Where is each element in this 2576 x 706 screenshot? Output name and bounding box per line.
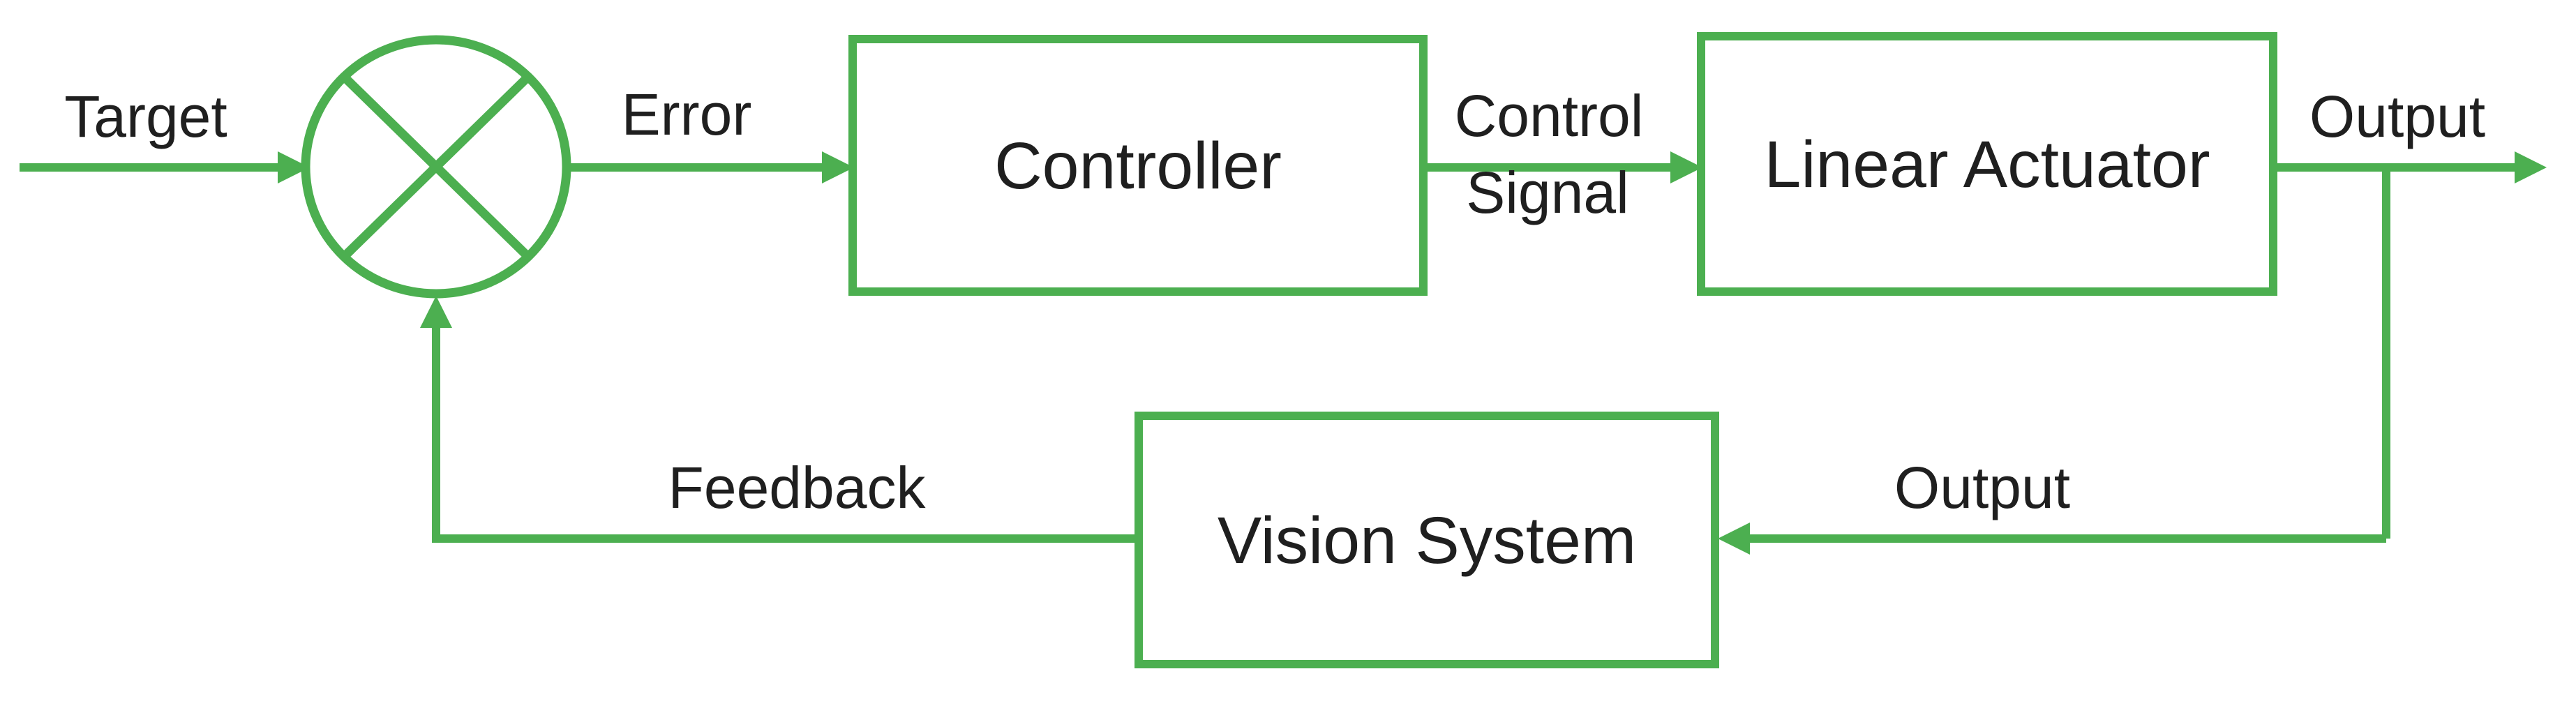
vision-system-node: Vision System — [1135, 412, 1719, 668]
control-signal-label-line1: Control — [1455, 83, 1644, 149]
error-arrow — [567, 151, 854, 183]
output-arrow — [2273, 151, 2547, 183]
controller-node: Controller — [848, 35, 1428, 296]
summing-junction-icon — [301, 35, 571, 299]
linear-actuator-node: Linear Actuator — [1697, 32, 2277, 296]
control-signal-label-line2: Signal — [1466, 160, 1629, 225]
error-label: Error — [622, 82, 752, 147]
target-label: Target — [64, 84, 227, 149]
output-bottom-label: Output — [1894, 455, 2070, 520]
output-branch-line — [1718, 163, 2390, 555]
output-top-label: Output — [2309, 84, 2485, 149]
linear-actuator-label: Linear Actuator — [1764, 128, 2210, 202]
target-arrow — [20, 151, 310, 183]
feedback-line — [420, 296, 1139, 543]
control-signal-arrow — [1423, 151, 1702, 183]
feedback-label: Feedback — [668, 455, 927, 520]
vision-system-label: Vision System — [1218, 504, 1636, 578]
controller-label: Controller — [994, 129, 1282, 203]
